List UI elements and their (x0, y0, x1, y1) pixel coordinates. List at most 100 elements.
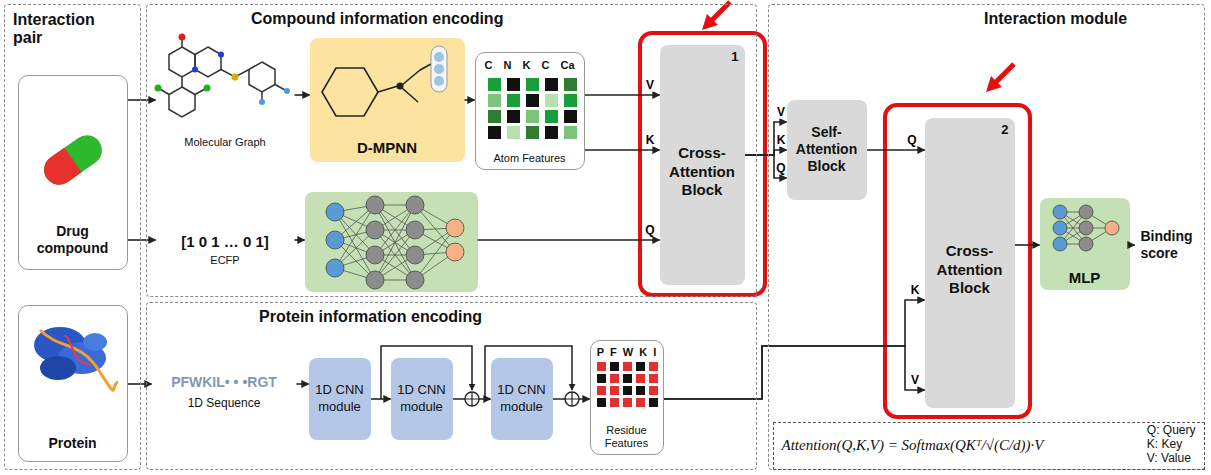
drawing-shape (545, 110, 558, 123)
drawing-shape (649, 374, 658, 383)
node-text: Cross-Attention Block (666, 144, 739, 200)
drawing-shape (1105, 221, 1119, 235)
node-title: Self-Attention Block (793, 124, 861, 174)
drawing-shape (526, 126, 539, 139)
connector-arrow (128, 99, 156, 101)
drawing-shape (284, 88, 290, 94)
feature-dot (434, 76, 444, 86)
sum-symbol (465, 392, 479, 406)
connector-arrow (1015, 244, 1040, 246)
node-title: 1 (731, 49, 738, 64)
molecule-drawing (160, 39, 285, 117)
group-panel: Compound information encodingMolecular G… (146, 4, 757, 297)
drawing-shape (507, 110, 520, 123)
drawing-shape (192, 67, 198, 73)
formula-box: Attention(Q,K,V) = Softmax(QKᵀ/√(C/d))·V… (773, 422, 1205, 470)
drawing-shape (160, 39, 285, 100)
drawing-shape (488, 78, 501, 91)
drawing-shape (649, 362, 658, 371)
input-box: Drug compound (18, 75, 128, 270)
node-text: ECFP (156, 254, 295, 266)
drawing-shape (326, 231, 344, 249)
connector-arrow (664, 300, 925, 399)
group-panel: Interaction pairDrug compoundProtein (4, 4, 141, 470)
connector-arrow (465, 99, 475, 101)
node-title: Interaction pair (13, 11, 113, 48)
drawing-shape (322, 68, 378, 116)
drawing-shape (526, 78, 539, 91)
feature-box: C N K C CaAtom Features (475, 52, 585, 170)
drawing-shape (507, 126, 520, 139)
drawing-shape (406, 221, 424, 239)
drawing-shape (40, 330, 118, 390)
node-title: 2 (1001, 122, 1008, 137)
feature-capsule (431, 46, 447, 92)
drawing-shape (218, 52, 224, 58)
drawing-shape (545, 126, 558, 139)
mlp-box (305, 192, 478, 292)
connector-arrow (295, 94, 310, 96)
drawing-shape (488, 126, 501, 139)
drawing-shape (375, 205, 415, 280)
node-text: Atom Features (476, 152, 584, 164)
drawing-shape (636, 362, 645, 371)
drawing-shape (507, 94, 520, 107)
connector-arrow (745, 155, 787, 178)
drawing-shape (597, 362, 606, 371)
node-title: Protein information encoding (259, 308, 756, 326)
sum-symbol (565, 392, 579, 406)
connector-arrow (478, 239, 660, 241)
drawing-shape (375, 205, 415, 280)
attention-block: 2Cross-Attention Block (925, 118, 1015, 408)
drawing-shape (232, 74, 239, 81)
drawing-shape (564, 94, 577, 107)
drawing-shape (597, 398, 606, 407)
drawing-shape (179, 34, 186, 41)
mlp-fill (1040, 198, 1130, 290)
node-title: 1D CNN module (494, 382, 550, 415)
drawing-shape (564, 110, 577, 123)
drawing-shape (52, 148, 81, 181)
feature-dot (434, 64, 444, 74)
drawing-shape (366, 246, 384, 264)
drawing-shape (406, 271, 424, 289)
edge-label: Q (644, 224, 655, 237)
drawing-shape (610, 398, 619, 407)
node-title: Interaction module (984, 10, 1204, 28)
highlight-frame (885, 105, 1030, 417)
drawing-shape (636, 374, 645, 383)
cnn-box: 1D CNN module (391, 358, 453, 440)
encoder-box: D-MPNN (310, 38, 465, 162)
attention-block: Self-Attention Block (787, 100, 867, 200)
node-title: Drug compound (33, 223, 113, 257)
highlight-arrow-head (702, 14, 718, 30)
edge-label: Q (775, 162, 786, 175)
feature-box: P F W K IResidue Features (590, 340, 664, 455)
node-title: MLP (1040, 269, 1130, 286)
node-title: Binding score (1141, 228, 1205, 260)
drawing-shape (1079, 237, 1093, 251)
drawing-shape (204, 85, 211, 92)
mlp-fill (305, 192, 478, 292)
drawing-shape (446, 219, 464, 237)
drawing-shape (249, 62, 275, 92)
drawing-shape (545, 78, 558, 91)
carbon-dot (397, 83, 404, 90)
drawing-shape (169, 47, 195, 77)
node-text: V: Value (1147, 451, 1196, 465)
connector-arrow (371, 398, 391, 400)
drawing-shape (1079, 221, 1093, 235)
drawing-shape (1053, 221, 1067, 235)
edge-label: Q (906, 134, 917, 147)
sum-symbol (565, 392, 579, 406)
drawing-shape (1079, 205, 1093, 219)
group-panel: Protein information encodingPFWKIL• • •R… (146, 302, 757, 470)
drawing-shape (564, 78, 577, 91)
highlight-frame (640, 33, 765, 295)
fingerprint-label: [1 0 1 … 0 1]ECFP (156, 222, 295, 278)
drawing-shape (597, 374, 606, 383)
output-label: Binding score (1135, 222, 1205, 268)
drawing-shape (526, 110, 539, 123)
molecule-figure: Molecular Graph (156, 32, 295, 150)
